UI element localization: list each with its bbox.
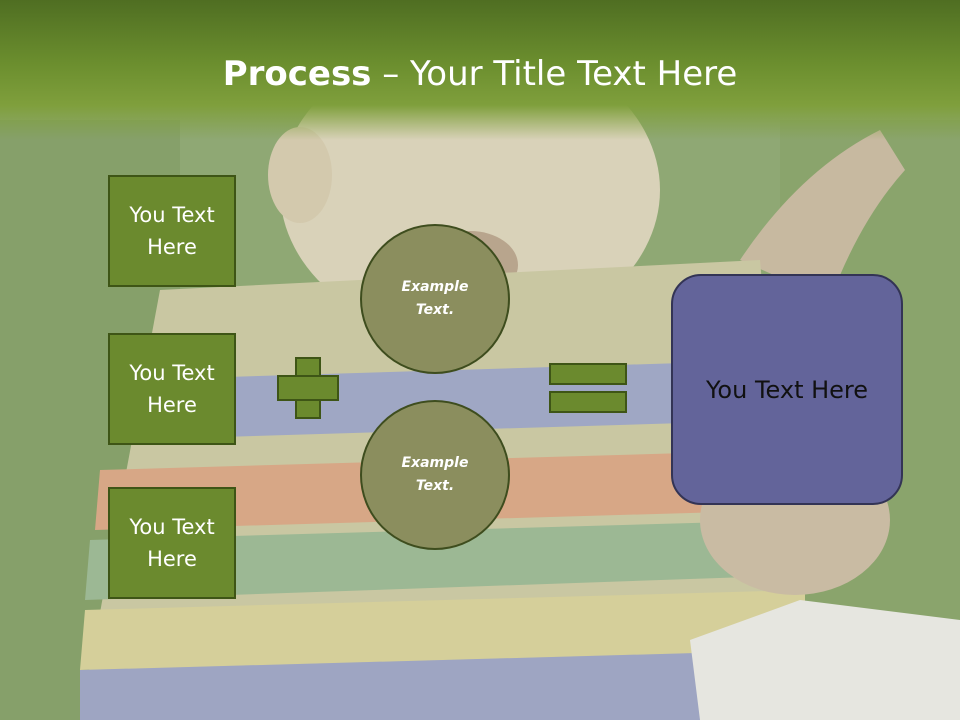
plus-icon-center <box>297 377 319 399</box>
text-box-label: You Text Here <box>129 361 215 417</box>
title-rest: – Your Title Text Here <box>371 54 738 94</box>
circle-label: Example Text. <box>401 455 469 494</box>
text-box-label: You Text Here <box>129 515 215 571</box>
equals-icon-top <box>549 363 627 385</box>
example-circle-2[interactable]: Example Text. <box>360 400 510 550</box>
equals-icon-bottom <box>549 391 627 413</box>
result-box[interactable]: You Text Here <box>671 274 903 505</box>
text-box-3[interactable]: You Text Here <box>108 487 236 599</box>
text-box-label: You Text Here <box>129 203 215 259</box>
title-bold: Process <box>222 54 372 94</box>
text-box-1[interactable]: You Text Here <box>108 175 236 287</box>
result-label: You Text Here <box>705 375 869 404</box>
text-box-2[interactable]: You Text Here <box>108 333 236 445</box>
title-band <box>0 0 960 140</box>
example-circle-1[interactable]: Example Text. <box>360 224 510 374</box>
circle-label: Example Text. <box>401 279 469 318</box>
slide-title[interactable]: Process – Your Title Text Here <box>0 52 960 96</box>
